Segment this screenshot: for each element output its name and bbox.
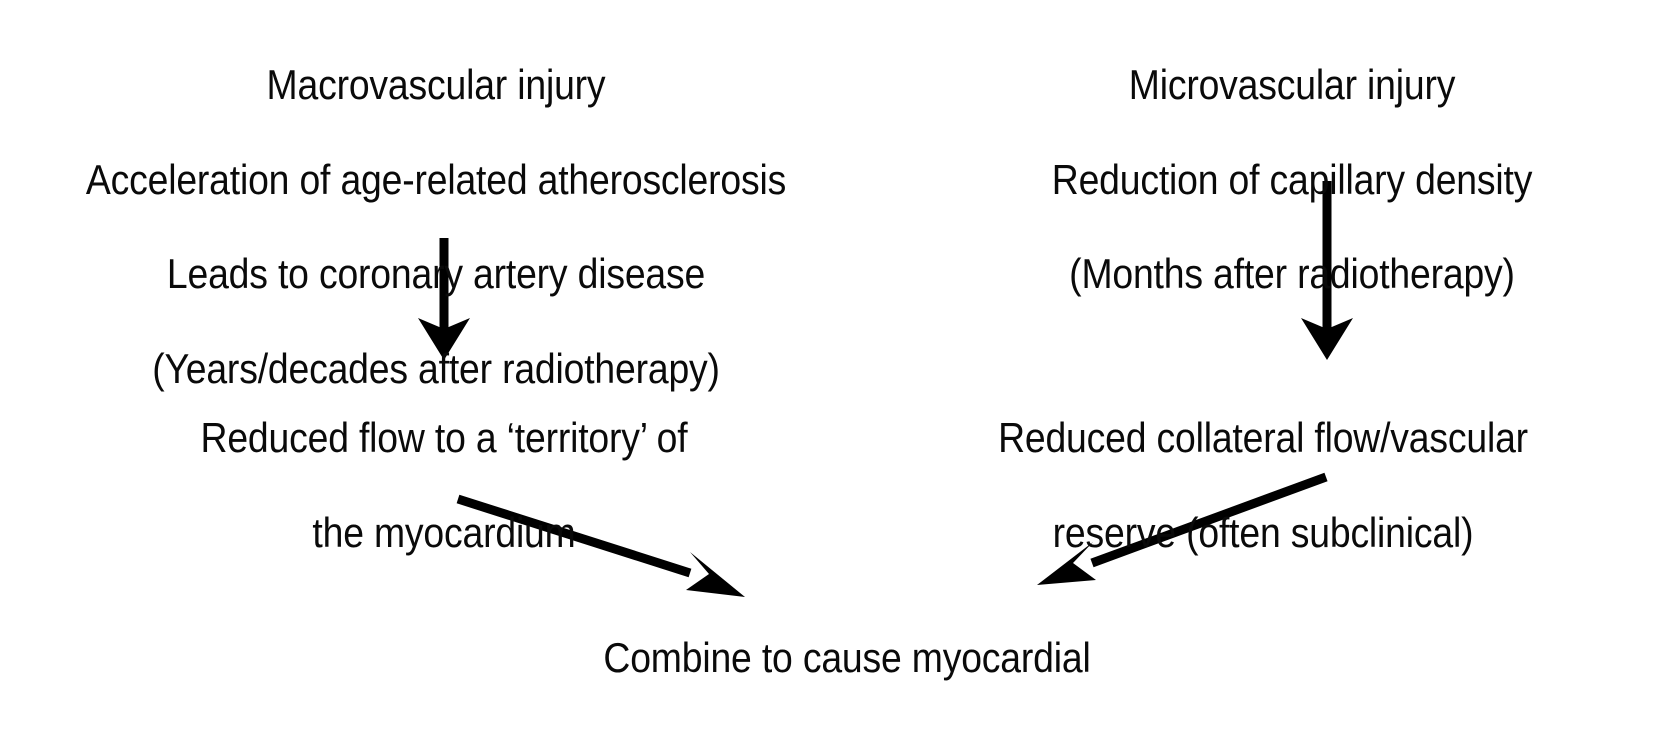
node-line: the myocardium [312,508,576,556]
node-macrovascular-injury: Macrovascular injury Acceleration of age… [44,14,829,440]
node-line: (Months after radiotherapy) [1069,250,1515,298]
node-line: Combine to cause myocardial [603,634,1091,682]
node-microvascular-injury: Microvascular injury Reduction of capill… [966,14,1618,345]
node-line: Reduced flow to a ‘territory’ of [200,414,688,462]
node-line: Macrovascular injury [266,61,606,109]
node-line: ischemia [589,729,1106,731]
node-reduced-collateral-flow: Reduced collateral flow/vascular reserve… [980,367,1547,603]
node-line: (Years/decades after radiotherapy) [152,345,720,393]
node-combine-myocardial-ischemia: Combine to cause myocardial ischemia [589,587,1106,731]
node-line: Reduced collateral flow/vascular [998,414,1528,462]
node-line: Reduction of capillary density [1051,155,1533,203]
node-line: Microvascular injury [1128,61,1456,109]
node-line: reserve (often subclinical) [1052,508,1474,556]
node-line: Leads to coronary artery disease [166,250,706,298]
node-line: Acceleration of age-related atherosclero… [85,155,787,203]
node-reduced-flow-territory: Reduced flow to a ‘territory’ of the myo… [161,367,726,603]
